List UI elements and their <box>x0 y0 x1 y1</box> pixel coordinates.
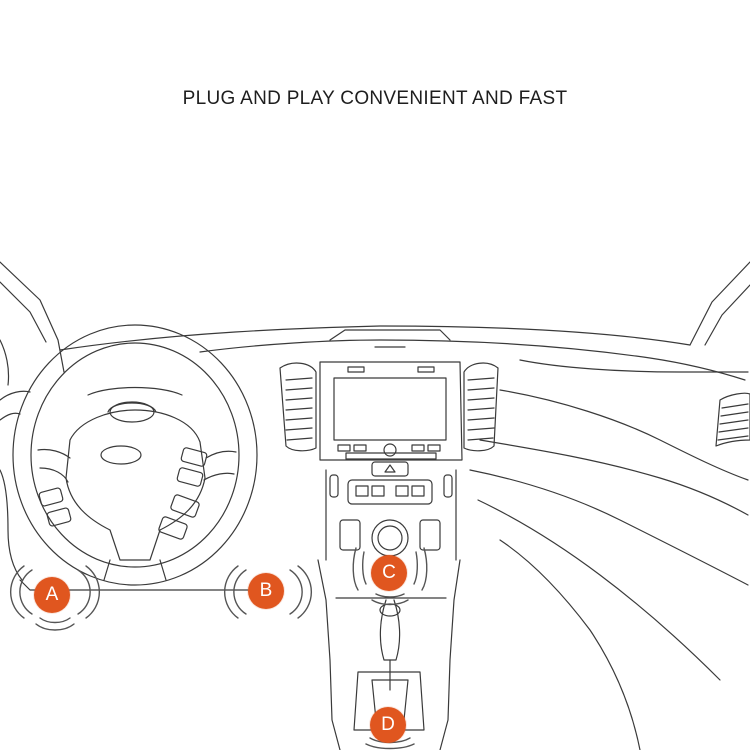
windshield-frame <box>0 261 750 386</box>
marker-c-label: C <box>371 555 407 591</box>
right-air-vent <box>715 392 750 447</box>
climate-panel <box>325 469 457 561</box>
left-dash <box>0 390 31 581</box>
right-center-vent <box>463 362 499 452</box>
infotainment-unit <box>319 361 463 477</box>
dashboard <box>59 325 749 750</box>
left-center-vent <box>279 362 317 452</box>
headline: PLUG AND PLAY CONVENIENT AND FAST <box>182 88 568 109</box>
marker-c: C <box>371 555 407 591</box>
marker-d: D <box>370 707 406 743</box>
marker-b-label: B <box>248 573 284 609</box>
signal-waves <box>10 547 428 750</box>
marker-d-label: D <box>370 707 406 743</box>
marker-b: B <box>248 573 284 609</box>
marker-a-label: A <box>34 577 70 613</box>
marker-a: A <box>34 577 70 613</box>
steering-wheel <box>12 324 261 591</box>
